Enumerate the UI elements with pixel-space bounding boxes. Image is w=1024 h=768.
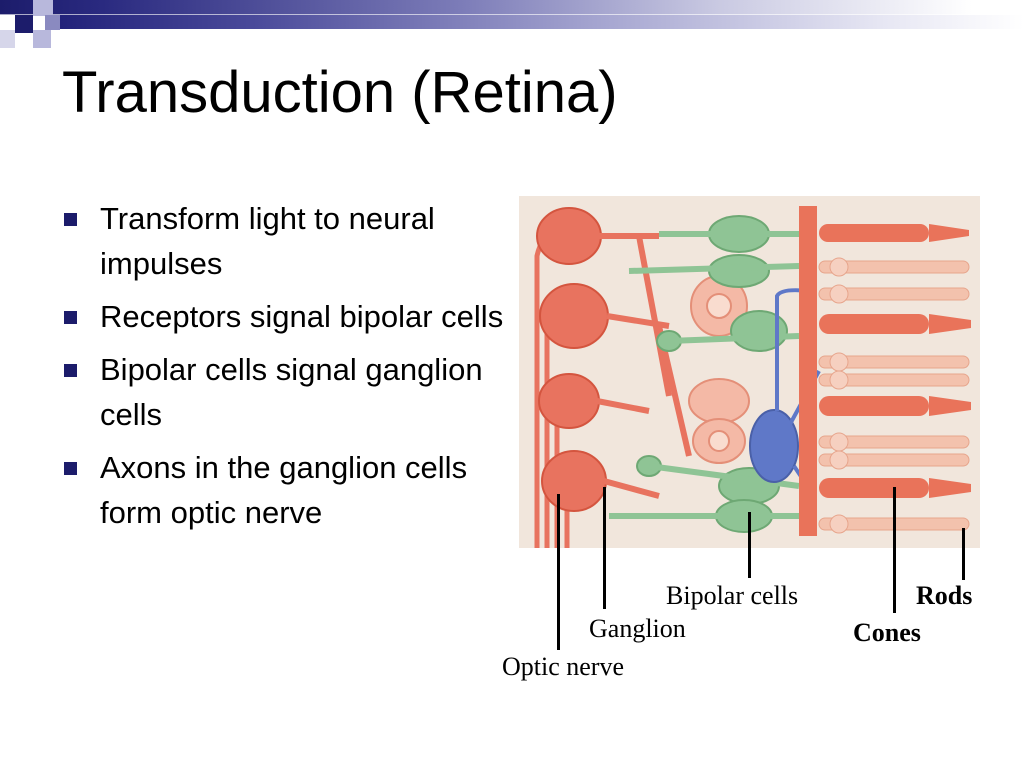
horizontal-cell bbox=[749, 409, 799, 483]
ganglion-pointer-line bbox=[603, 487, 606, 609]
outer-plexiform-layer bbox=[799, 206, 817, 536]
optic-nerve-pointer-line bbox=[557, 494, 560, 650]
square-bullet-icon bbox=[64, 462, 77, 475]
corner-square-light bbox=[33, 30, 51, 48]
optic-nerve-label: Optic nerve bbox=[502, 652, 625, 681]
bullet-item: Bipolar cells signal ganglion cells bbox=[62, 347, 512, 437]
bullet-list: Transform light to neural impulses Recep… bbox=[62, 196, 512, 543]
amacrine-cells bbox=[688, 275, 750, 464]
ganglion-dendrites bbox=[596, 233, 692, 499]
photoreceptor-nuclei bbox=[829, 257, 849, 534]
corner-square-light bbox=[0, 30, 15, 48]
bullet-text: Transform light to neural impulses bbox=[100, 201, 435, 281]
bullet-item: Transform light to neural impulses bbox=[62, 196, 512, 286]
bullet-item: Receptors signal bipolar cells bbox=[62, 294, 512, 339]
rods-pointer-line bbox=[962, 528, 965, 580]
corner-square-mid bbox=[45, 15, 60, 30]
bullet-text: Receptors signal bipolar cells bbox=[100, 299, 504, 334]
header-gradient-band bbox=[0, 0, 1024, 15]
cones bbox=[819, 224, 971, 498]
square-bullet-icon bbox=[64, 213, 77, 226]
bullet-text: Bipolar cells signal ganglion cells bbox=[100, 352, 483, 432]
slide-title: Transduction (Retina) bbox=[62, 60, 618, 125]
cones-label: Cones bbox=[853, 618, 921, 647]
header-stripe bbox=[60, 15, 1024, 29]
bipolar-cells-label: Bipolar cells bbox=[666, 581, 799, 610]
square-bullet-icon bbox=[64, 364, 77, 377]
corner-square-light bbox=[33, 0, 53, 16]
cones-pointer-line bbox=[893, 487, 896, 613]
retina-cell-diagram bbox=[519, 196, 980, 548]
rods-label: Rods bbox=[916, 581, 973, 610]
bullet-item: Axons in the ganglion cells form optic n… bbox=[62, 445, 512, 535]
bullet-text: Axons in the ganglion cells form optic n… bbox=[100, 450, 468, 530]
bipolar-pointer-line bbox=[748, 512, 751, 578]
square-bullet-icon bbox=[64, 311, 77, 324]
corner-square-dark bbox=[15, 15, 33, 33]
rods bbox=[818, 260, 970, 531]
ganglion-label: Ganglion bbox=[589, 614, 686, 643]
